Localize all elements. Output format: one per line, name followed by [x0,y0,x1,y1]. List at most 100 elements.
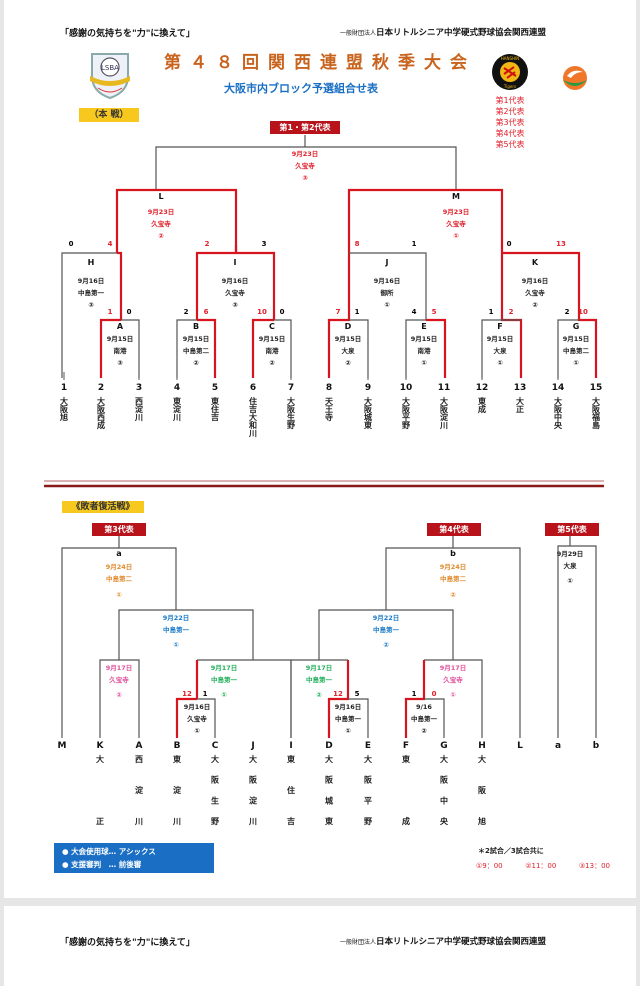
game-K-date: 9月16日 [521,277,549,285]
q1-venue: 久宝寺 [109,676,129,684]
info-box: ● 大会使用球… アシックス ● 支援審判 … 前後審 [54,843,214,873]
slot-letter: I [289,741,293,751]
team-name: 大阪西成 [96,397,106,429]
bullet-icon: ● [62,847,72,856]
game-J-date: 9月16日 [373,277,401,285]
final-date: 9月23日 [291,150,319,158]
q1-bracket [99,659,140,738]
page2-slogan: 「感謝の気持ちを"力"に換えて」 [60,938,195,948]
r3-score-left: 1 [411,690,417,698]
slot-letter: a [554,741,562,751]
game-L-info: 9月23日 久宝寺 ② [148,206,175,242]
team-number: 2 [97,383,105,393]
team-name: 西淀川 [134,397,144,421]
team-name: 大阪中央 [553,397,563,429]
game-L-venue: 久宝寺 [151,220,171,228]
team-name: 住吉大和川 [248,397,258,437]
game-a-venue: 中島第二 [105,575,132,583]
team-number: 5 [211,383,219,393]
time-slot-2: ②11：00 [525,862,557,870]
tournament-title: 第４８回関西連盟秋季大会 [164,53,476,73]
bracket-page: 「感謝の気持ちを"力"に換えて」 一般財団法人日本リトルシニア中学硬式野球協会関… [4,0,636,898]
game-E-date: 9月15日 [410,335,438,343]
info-umpire-text: 支援審判 … 前後審 [71,860,142,869]
game-I-id: I [233,258,237,267]
game-D-venue: 大泉 [341,347,355,355]
rep5-venue: 大泉 [563,562,577,570]
game-I-slot: ③ [232,301,238,309]
team-number: 12 [475,383,489,393]
game-G-id: G [572,322,580,331]
game-K-slot: ② [532,301,538,309]
slot-team-name: 大阪旭 [477,755,487,825]
r3-right [424,698,445,738]
consolation-slot-B: B 東淀川 [172,741,183,825]
game-G-slot: ① [573,359,579,367]
game-C-slot: ② [269,359,275,367]
score-B-left: 2 [183,308,189,316]
rep5-label: 第5代表 [545,523,599,536]
score-F-left: 1 [488,308,494,316]
game-A-slot: ③ [117,359,123,367]
r1-score-left: 12 [182,690,192,698]
rep-3: 第3代表 [495,118,525,127]
slot-letter: A [135,741,143,751]
q1-info: 9月17日 久宝寺 ② [106,662,133,701]
game-b-id: b [450,549,456,558]
q1-slot: ② [116,691,122,699]
B-left [176,319,197,378]
game-F-date: 9月15日 [486,335,514,343]
semi-left-info: 9月22日 中島第一 ① [163,612,190,651]
slot-letter: K [96,741,104,751]
slot-letter: b [592,741,600,751]
team-name: 大阪城東 [363,397,373,429]
score-E-right: 5 [431,308,437,316]
slot-letter: H [478,741,486,751]
semi-left-venue: 中島第一 [162,626,189,634]
game-a-date: 9月24日 [105,563,133,571]
J-left-winner [327,253,351,378]
team-name: 大阪生野 [286,397,296,429]
game-a-id: a [116,549,122,558]
slot-letter: B [173,741,181,751]
consolation-slot-L: L [517,741,523,825]
game-J-slot: ① [384,301,390,309]
score-B-right: 6 [203,308,209,316]
q4-slot: ① [450,691,456,699]
q3-venue: 中島第一 [305,676,332,684]
rep5-bracket [557,545,597,738]
slot-team-name: 東淀川 [172,755,182,825]
final-representatives-label: 第1・第2代表 [270,121,340,134]
C-left-winner [251,318,274,378]
rep4-label: 第4代表 [427,523,481,536]
consolation-slot-a: a [555,741,561,825]
r1-slot: ① [194,727,200,735]
org-title: 日本リトルシニア中学硬式野球協会関西連盟 [376,28,547,38]
game-K-info: 9月16日 久宝寺 ② [522,275,549,311]
C-right [274,319,292,378]
game-a-info: 9月24日 中島第二 ① [106,561,133,601]
score-H-L-outer: 0 [68,240,74,248]
game-A-venue: 南港 [113,347,127,355]
r1-winner [175,697,197,738]
rep-2: 第2代表 [495,107,525,116]
game-H-venue: 中島第一 [77,289,104,297]
slot-team-name: 大阪生野 [210,755,220,825]
r1-score-right: 1 [202,690,208,698]
final-bracket [155,146,457,190]
game-K-id: K [531,258,539,267]
r2-venue: 中島第一 [334,715,361,723]
r3-winner [404,660,426,738]
game-H-date: 9月16日 [77,277,105,285]
info-ball: ● 大会使用球… アシックス [62,845,206,858]
game-E-id: E [421,322,427,331]
game-E-venue: 南港 [417,347,431,355]
second-page: 「感謝の気持ちを"力"に換えて」 一般財団法人日本リトルシニア中学硬式野球協会関… [4,906,636,986]
r3-venue: 中島第一 [411,715,437,723]
semi-right-info: 9月22日 中島第一 ② [373,612,400,651]
team-number: 7 [287,383,295,393]
